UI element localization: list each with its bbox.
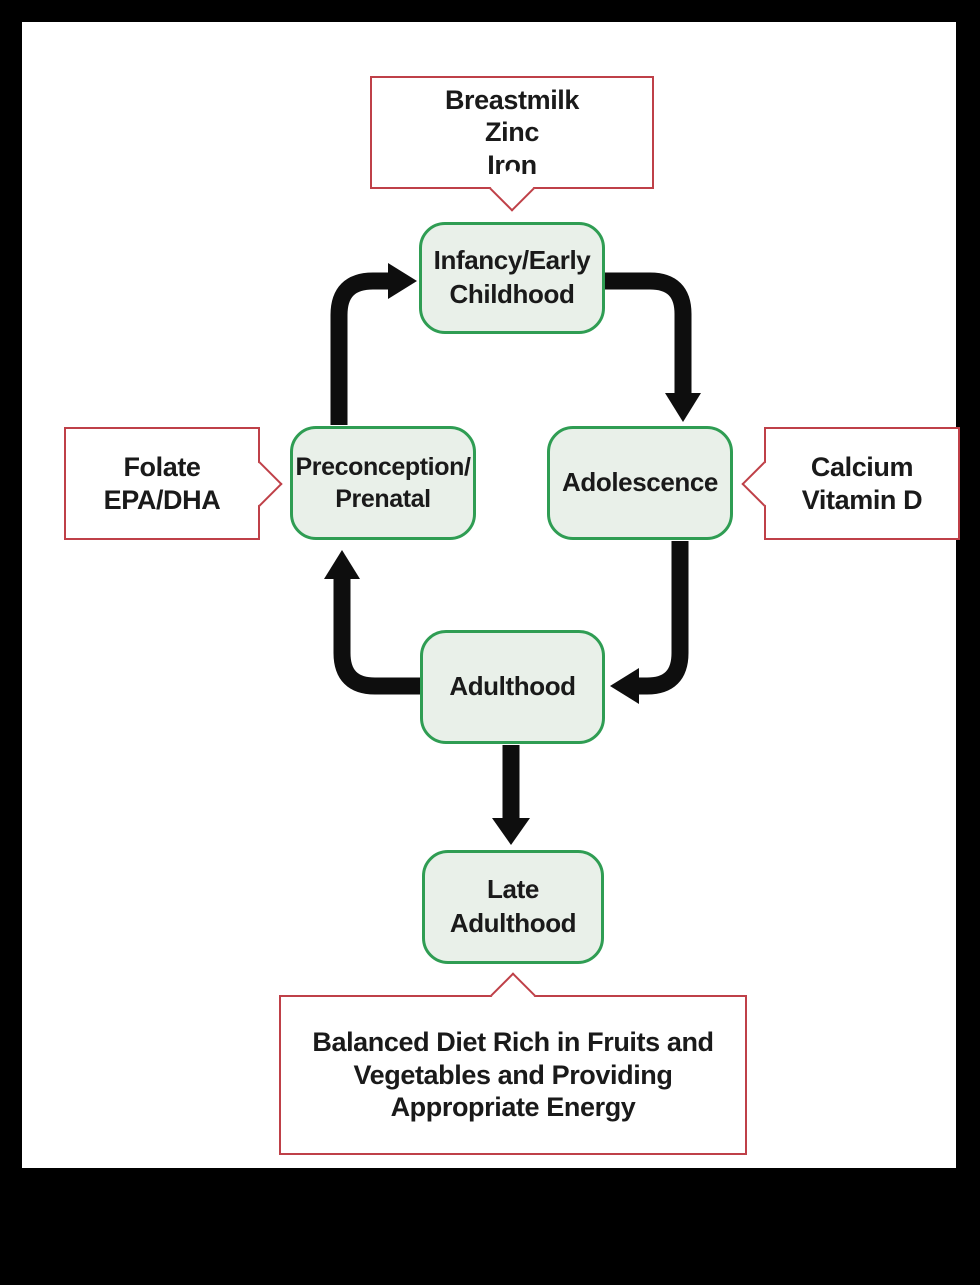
callout-pointer-up-icon [490, 972, 536, 1018]
stage-adolescence: Adolescence [547, 426, 733, 540]
callout-adolescence-nutrients: Calcium Vitamin D [741, 427, 960, 540]
callout-infancy-nutrients: Breastmilk Zinc Iron [370, 76, 654, 212]
arrow-adulthood-to-preconception-icon [324, 550, 420, 695]
arrow-infancy-to-adolescence-icon [604, 272, 701, 422]
stage-late-adulthood: Late Adulthood [422, 850, 604, 964]
stage-adulthood: Adulthood [420, 630, 605, 744]
callout-label: Folate EPA/DHA [103, 452, 221, 515]
callout-late-adulthood-nutrients: Balanced Diet Rich in Fruits and Vegetab… [279, 972, 747, 1155]
callout-label: Balanced Diet Rich in Fruits and Vegetab… [312, 1026, 714, 1123]
callout-pointer-right-icon [237, 460, 283, 507]
callout-preconception-nutrients: Folate EPA/DHA [64, 427, 283, 540]
stage-infancy-early-childhood: Infancy/Early Childhood [419, 222, 605, 334]
stage-label: Preconception/ Prenatal [295, 452, 471, 514]
callout-pointer-left-icon [741, 460, 787, 507]
callout-label: Calcium Vitamin D [801, 452, 923, 515]
arrow-adulthood-to-late-adulthood-icon [492, 745, 530, 845]
stage-label: Adulthood [449, 671, 576, 702]
stage-label: Infancy/Early Childhood [433, 245, 591, 309]
callout-label: Breastmilk Zinc Iron [444, 84, 580, 180]
diagram-panel: Infancy/Early Childhood Preconception/ P… [22, 22, 960, 1168]
stage-label: Adolescence [561, 467, 718, 498]
arrow-preconception-to-infancy-icon [330, 263, 417, 425]
stage-label: Late Adulthood [449, 874, 577, 938]
arrow-adolescence-to-adulthood-icon [610, 541, 689, 704]
stage-preconception-prenatal: Preconception/ Prenatal [290, 426, 476, 540]
